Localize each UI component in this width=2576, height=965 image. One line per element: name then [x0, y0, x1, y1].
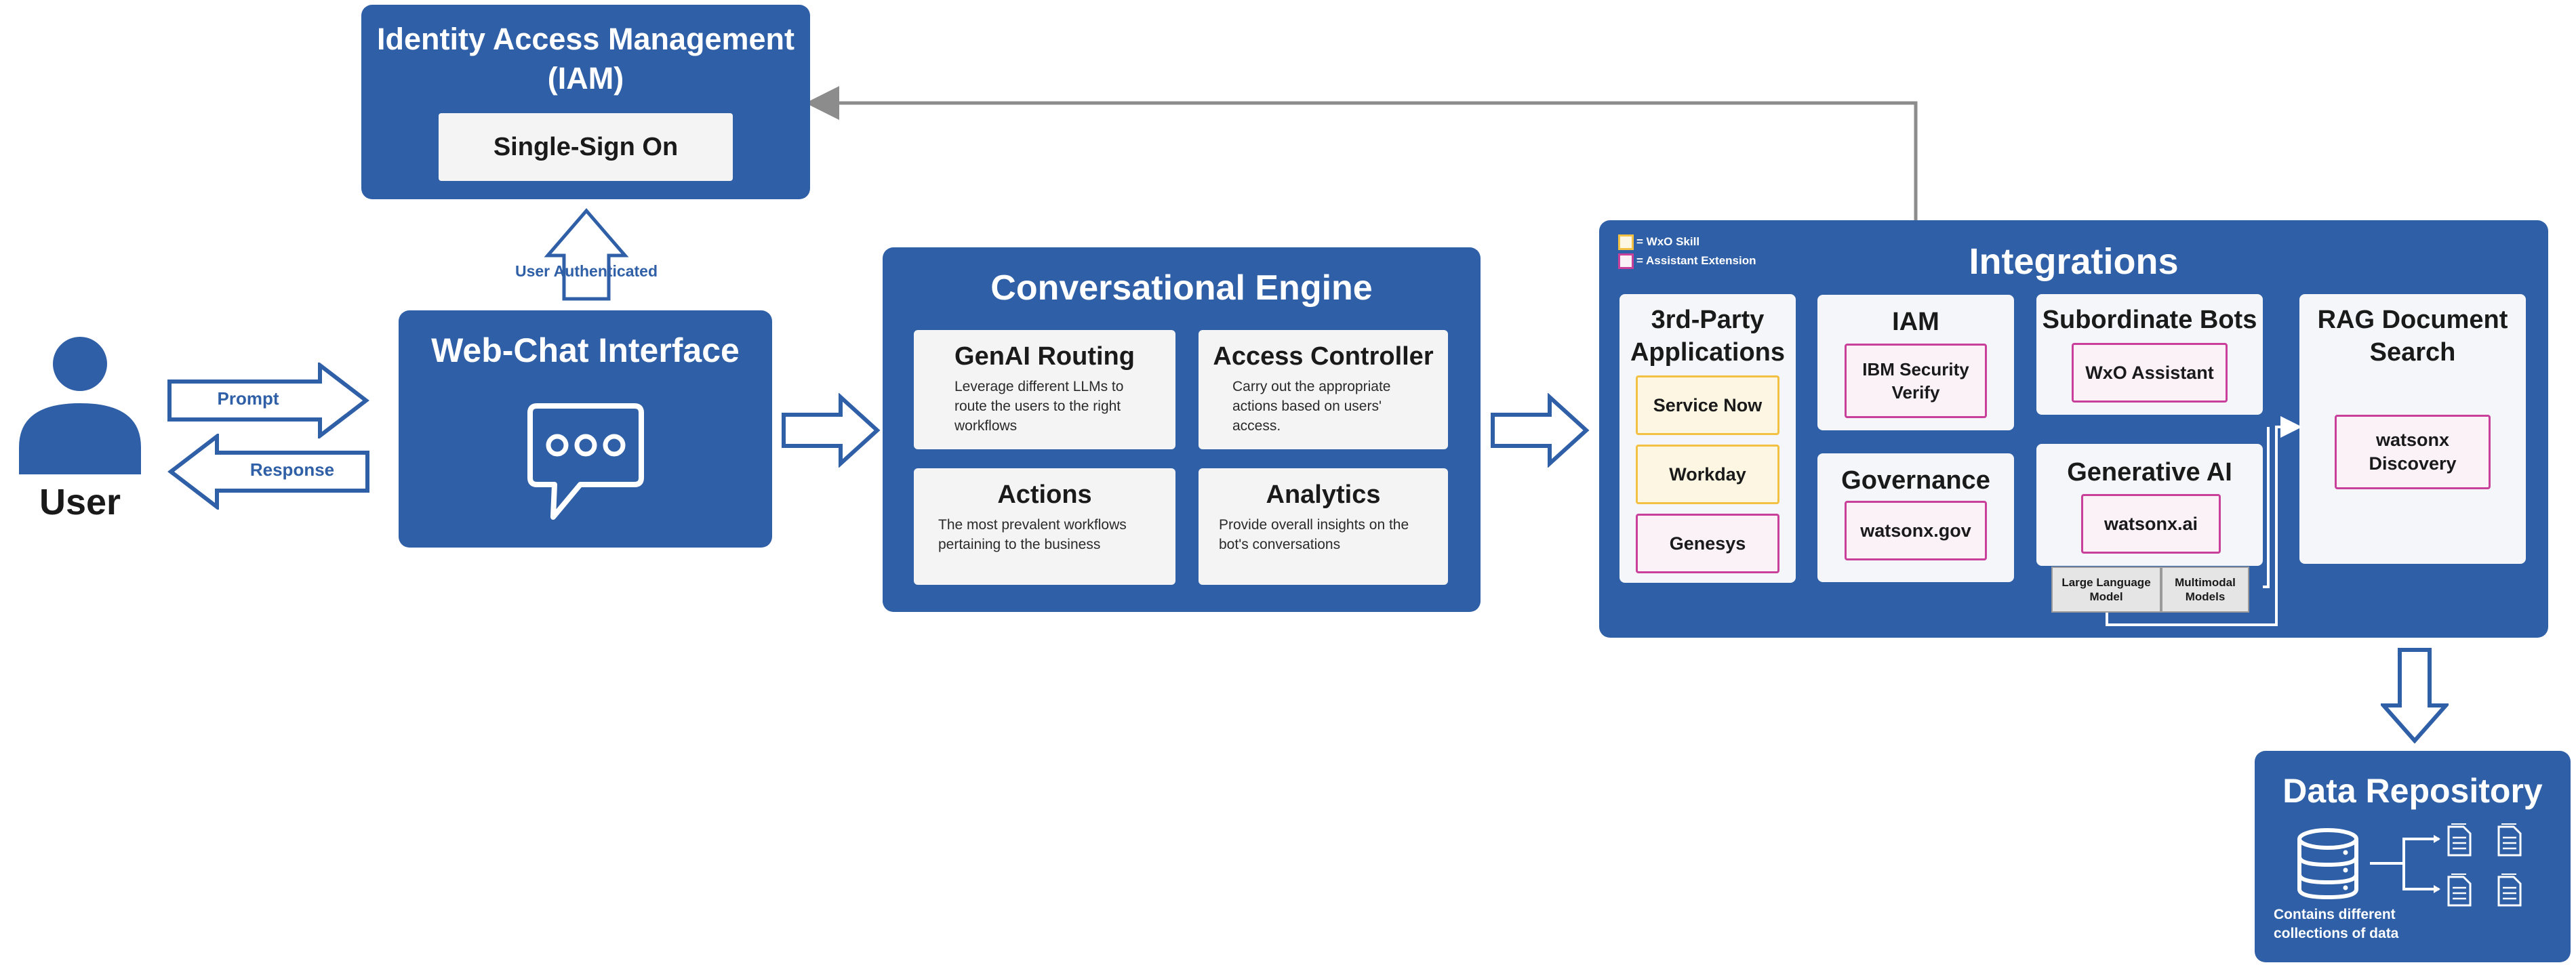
- chip-label: Genesys: [1669, 533, 1746, 554]
- legend-skill-swatch: [1618, 234, 1634, 250]
- app-workday: Workday: [1636, 445, 1779, 504]
- user-authenticated-arrow: User Authenticated: [502, 207, 671, 302]
- conversational-engine-box: Conversational Engine GenAI Routing Leve…: [883, 247, 1481, 612]
- engine-card-desc: The most prevalent workflows pertaining …: [938, 517, 1127, 552]
- chip-label: watsonx.ai: [2104, 513, 2198, 534]
- repository-branch-lines: [2370, 835, 2440, 893]
- sso-label: Single-Sign On: [493, 132, 679, 161]
- engine-card-desc: Leverage different LLMs to route the use…: [954, 379, 1124, 434]
- chip-label: WxO Assistant: [2085, 362, 2214, 383]
- up-arrow-shape: [544, 208, 629, 301]
- chip-label: watsonx Discovery: [2369, 430, 2457, 474]
- ibm-security-verify-chip: IBM Security Verify: [1845, 344, 1987, 418]
- mini-label: Multimodal Models: [2175, 576, 2236, 603]
- multimodal-models-box: Multimodal Models: [2161, 567, 2249, 613]
- engine-card-title: Access Controller: [1213, 342, 1434, 371]
- document-icon: [2497, 874, 2522, 907]
- governance-title: Governance: [1841, 466, 1990, 495]
- engine-card-title: Analytics: [1266, 480, 1381, 509]
- legend-extension: = Assistant Extension: [1618, 251, 1756, 270]
- engine-title: Conversational Engine: [990, 268, 1373, 308]
- user-icon: [19, 337, 141, 474]
- large-language-model-box: Large Language Model: [2051, 567, 2161, 613]
- webchat-box: Web-Chat Interface: [399, 310, 772, 548]
- prompt-arrow-shape: [167, 361, 369, 440]
- integrations-iam-panel: IAM IBM Security Verify: [1817, 295, 2014, 430]
- engine-card-desc: Provide overall insights on the bot's co…: [1219, 517, 1409, 552]
- engine-card-actions: Actions The most prevalent workflows per…: [914, 468, 1175, 585]
- webchat-to-engine-arrow: [781, 392, 881, 468]
- prompt-arrow: Prompt: [167, 361, 370, 440]
- response-label: Response: [249, 459, 335, 480]
- engine-card-title: GenAI Routing: [954, 342, 1135, 371]
- app-service-now: Service Now: [1636, 375, 1779, 435]
- governance-panel: Governance watsonx.gov: [1817, 453, 2014, 582]
- chat-bubble-icon: [527, 403, 644, 520]
- engine-card-analytics: Analytics Provide overall insights on th…: [1199, 468, 1448, 585]
- engine-card-desc: Carry out the appropriate actions based …: [1232, 379, 1391, 434]
- watsonx-gov-chip: watsonx.gov: [1845, 501, 1987, 560]
- legend-skill-label: = WxO Skill: [1636, 235, 1700, 248]
- iam-box: Identity Access Management (IAM) Single-…: [361, 5, 810, 199]
- legend-extension-swatch: [1618, 253, 1634, 269]
- chip-label: Workday: [1669, 464, 1746, 485]
- integrations-iam-title: IAM: [1892, 308, 1939, 336]
- engine-card-genai-routing: GenAI Routing Leverage different LLMs to…: [914, 330, 1175, 449]
- mini-label: Large Language Model: [2061, 576, 2151, 603]
- watsonx-ai-chip: watsonx.ai: [2081, 494, 2221, 554]
- chip-label: Service Now: [1653, 394, 1763, 415]
- engine-to-integrations-arrow: [1490, 392, 1590, 468]
- document-icon: [2447, 823, 2472, 857]
- repository-title: Data Repository: [2282, 772, 2543, 810]
- legend-extension-label: = Assistant Extension: [1636, 254, 1756, 267]
- subordinate-bots-panel: Subordinate Bots WxO Assistant: [2036, 294, 2263, 415]
- prompt-label: Prompt: [217, 388, 279, 409]
- iam-title: Identity Access Management (IAM): [376, 22, 795, 96]
- response-arrow-shape: [167, 432, 369, 512]
- wxo-assistant-chip: WxO Assistant: [2072, 343, 2228, 403]
- third-party-title: 3rd-Party Applications: [1630, 306, 1786, 367]
- watsonx-discovery-chip: watsonx Discovery: [2335, 415, 2491, 489]
- webchat-title: Web-Chat Interface: [431, 331, 740, 369]
- legend: = WxO Skill = Assistant Extension: [1618, 232, 1756, 270]
- integrations-title: Integrations: [1969, 241, 2179, 282]
- repository-caption: Contains different collections of data: [2274, 907, 2399, 941]
- app-genesys: Genesys: [1636, 514, 1779, 573]
- document-icon: [2447, 874, 2472, 907]
- generative-ai-title: Generative AI: [2067, 458, 2232, 487]
- subordinate-bots-title: Subordinate Bots: [2042, 306, 2257, 334]
- user-authenticated-label: User Authenticated: [515, 262, 658, 280]
- chip-label: IBM Security Verify: [1862, 359, 1969, 403]
- data-repository-box: Data Repository: [2255, 751, 2571, 962]
- legend-skill: = WxO Skill: [1618, 232, 1756, 251]
- third-party-panel: 3rd-Party Applications Service Now Workd…: [1619, 294, 1796, 583]
- document-icon: [2497, 823, 2522, 857]
- rag-title: RAG Document Search: [2317, 306, 2508, 367]
- engine-card-access-controller: Access Controller Carry out the appropri…: [1199, 330, 1448, 449]
- generative-ai-panel: Generative AI watsonx.ai: [2036, 444, 2263, 566]
- user-actor: User: [12, 335, 148, 539]
- integrations-to-repository-arrow: [2379, 647, 2451, 744]
- chip-label: watsonx.gov: [1860, 520, 1971, 541]
- database-icon: [2297, 828, 2358, 900]
- sso-box: Single-Sign On: [439, 113, 733, 181]
- engine-card-title: Actions: [997, 480, 1092, 509]
- response-arrow: Response: [167, 432, 370, 512]
- user-label: User: [39, 482, 121, 522]
- rag-document-search-panel: RAG Document Search watsonx Discovery: [2299, 294, 2526, 564]
